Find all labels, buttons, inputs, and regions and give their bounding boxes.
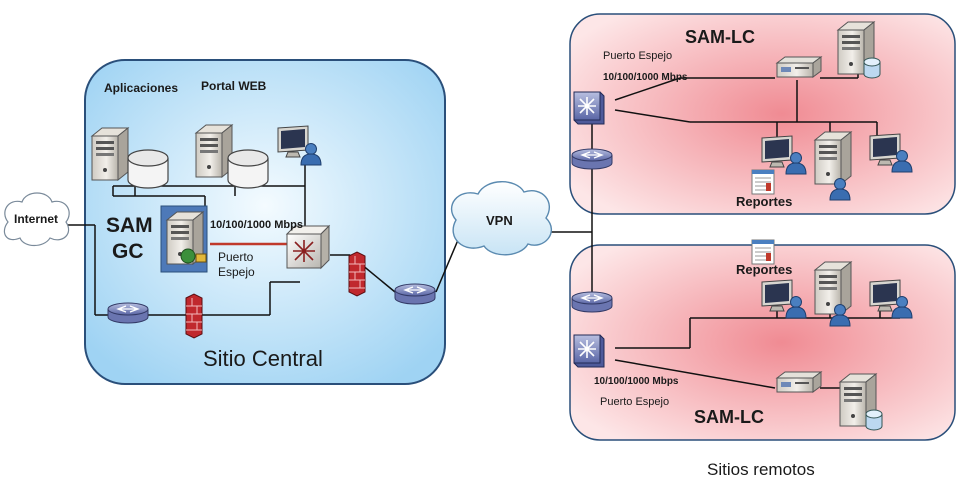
central-mirror-label-line2: Espejo — [218, 265, 255, 279]
top-reports-label: Reportes — [736, 194, 793, 209]
bottom-mirror-label: Puerto Espejo — [600, 396, 670, 408]
apps-server-icon — [91, 127, 129, 181]
sam-label-line1: SAM — [106, 214, 153, 237]
central-site-box — [84, 59, 446, 385]
core-switch-icon — [285, 224, 331, 270]
bottom-db-disk-icon — [865, 409, 883, 431]
top-server-icon — [814, 131, 852, 185]
portal-server-icon — [195, 124, 233, 178]
bottom-reports-label: Reportes — [736, 262, 793, 277]
internet-cloud-icon — [3, 192, 70, 247]
sam-label-line2: GC — [112, 240, 144, 263]
vpn-cloud-icon — [450, 181, 553, 256]
bottom-router-icon — [571, 291, 613, 313]
globe-icon — [180, 248, 196, 264]
remote-sites-caption: Sitios remotos — [707, 460, 815, 479]
bottom-l3-switch-icon — [573, 334, 605, 368]
top-speed-label: 10/100/1000 Mbps — [603, 72, 688, 83]
central-mirror-label-line1: Puerto — [218, 250, 254, 264]
apps-disk-icon — [127, 149, 169, 189]
bottom-site-title: SAM-LC — [694, 407, 764, 427]
lock-icon — [195, 253, 207, 263]
bottom-server-icon — [814, 261, 852, 315]
internet-label: Internet — [14, 212, 59, 226]
top-appliance-icon — [776, 56, 822, 78]
top-report-icon — [751, 169, 775, 195]
apps-label: Aplicaciones — [104, 81, 179, 95]
top-site-title: SAM-LC — [685, 27, 755, 47]
top-router-icon — [571, 148, 613, 170]
edge-firewall-icon — [348, 251, 366, 297]
vpn-label: VPN — [486, 213, 513, 228]
internal-firewall-icon — [185, 293, 203, 339]
bottom-report-icon — [751, 239, 775, 265]
internet-router-icon — [107, 302, 149, 324]
top-mirror-label: Puerto Espejo — [603, 50, 673, 62]
top-db-disk-icon — [863, 57, 881, 79]
bottom-speed-label: 10/100/1000 Mbps — [594, 376, 679, 387]
central-site-title: Sitio Central — [203, 346, 323, 371]
edge-router-icon — [394, 283, 436, 305]
central-speed-label: 10/100/1000 Mbps — [210, 219, 303, 231]
top-l3-switch-icon — [573, 91, 605, 125]
portal-disk-icon — [227, 149, 269, 189]
portal-label: Portal WEB — [201, 79, 267, 93]
bottom-appliance-icon — [776, 371, 822, 393]
